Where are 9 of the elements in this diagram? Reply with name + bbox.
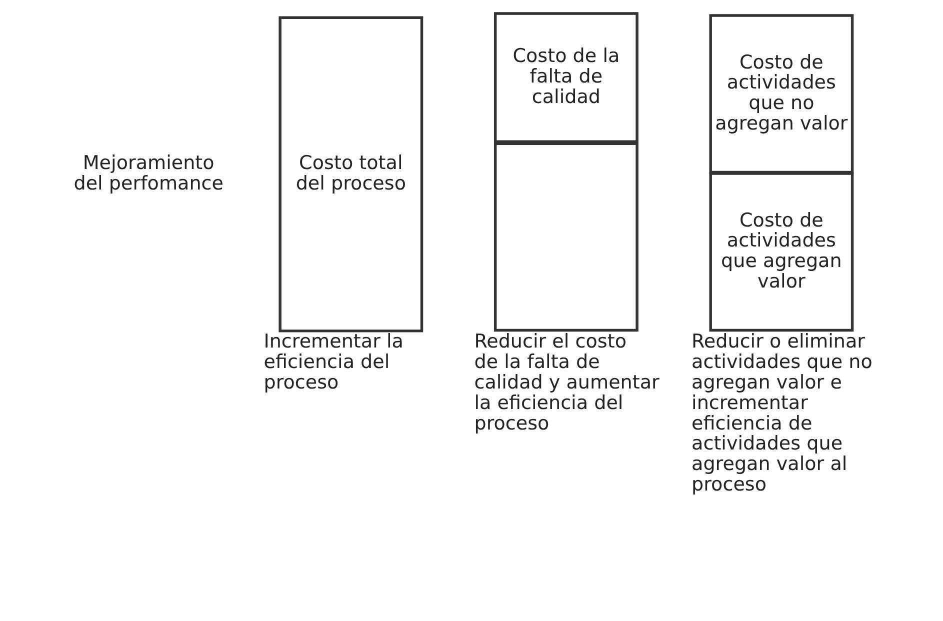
node-label: Reducir o eliminar actividades que no agregan valor e incrementar eficiencia de actividades que agregan valor al proceso xyxy=(692,330,872,496)
node-box: Costo total del proceso xyxy=(278,16,424,332)
label: Mejoramiento del perfomance xyxy=(74,152,224,195)
node-label: Incrementar la eficiencia del proceso xyxy=(264,330,404,394)
node-box xyxy=(494,142,638,332)
node-box: Costo de actividades que agregan valor xyxy=(709,172,854,332)
node-box: Costo de actividades que no agregan valor xyxy=(709,14,854,174)
node-box: Costo de la falta de calidad xyxy=(494,12,638,143)
node-label: Reducir el costo de la falta de calidad y aumentar la eficiencia del proceso xyxy=(474,330,660,434)
